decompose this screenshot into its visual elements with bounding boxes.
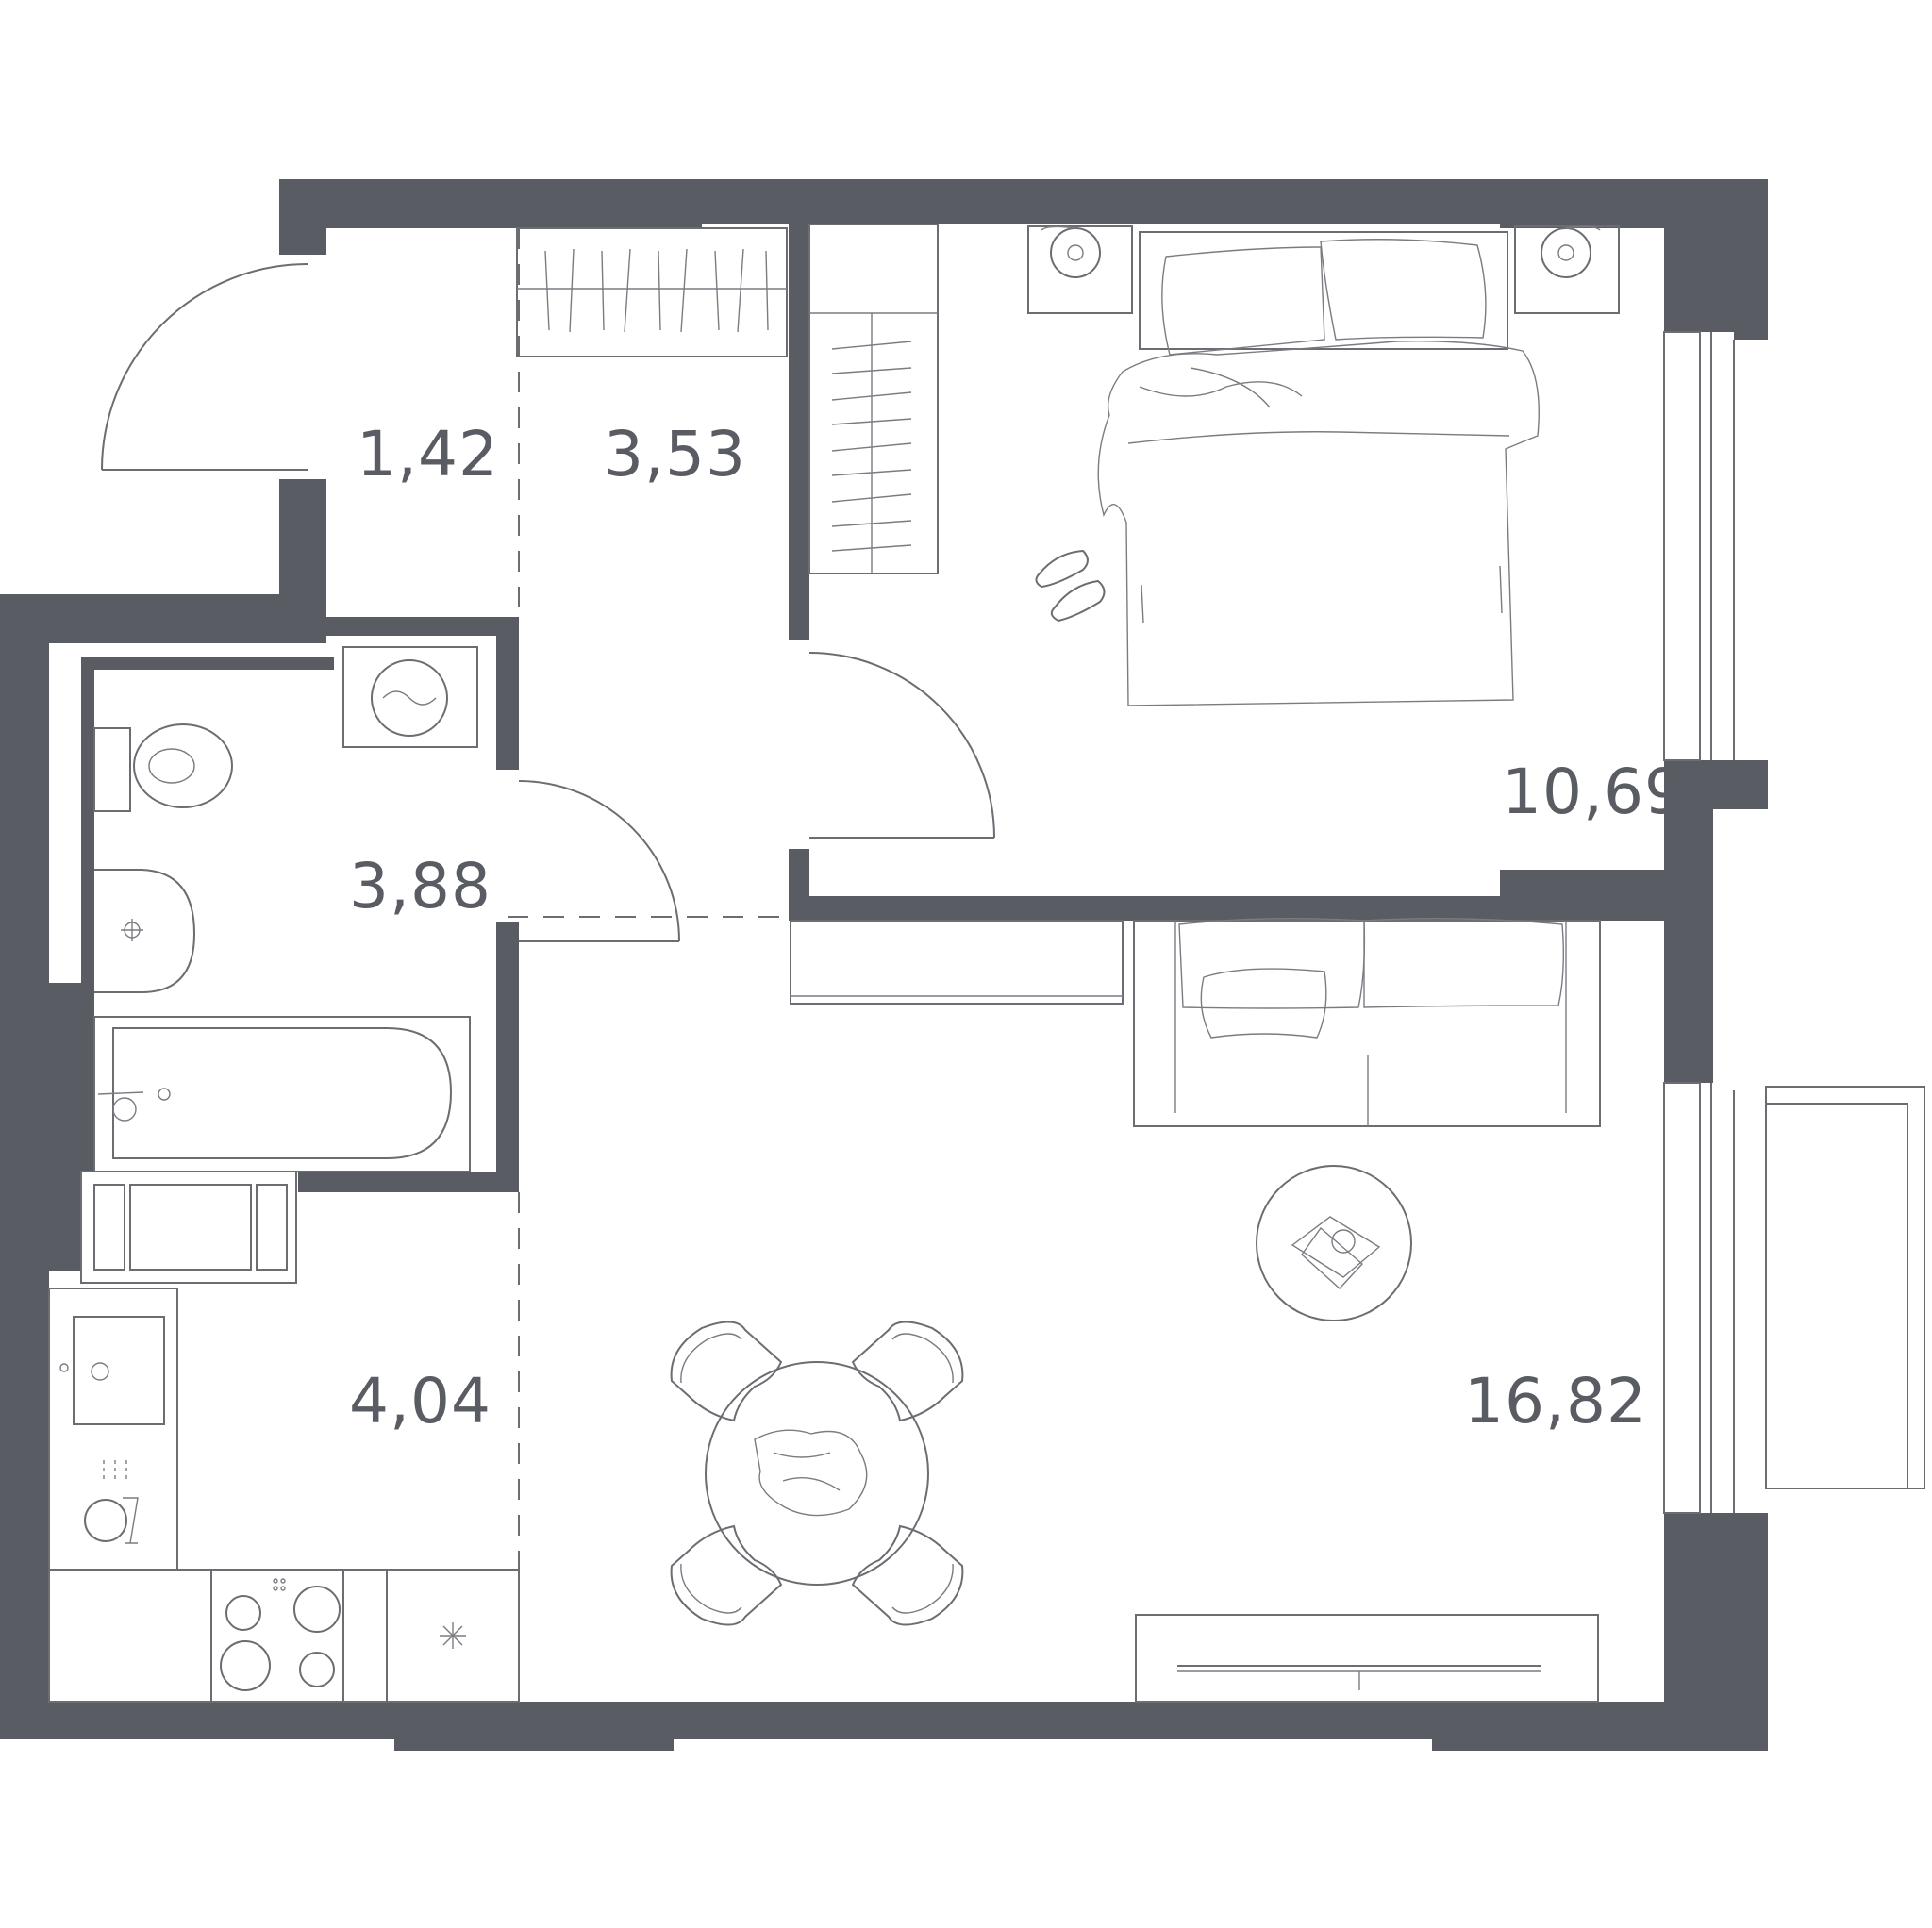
bedroom-door [808, 652, 995, 839]
kitchen-area-label: 4,04 [349, 1365, 491, 1438]
doors [101, 263, 995, 942]
bed [1097, 231, 1540, 706]
dining-table [705, 1361, 929, 1586]
bathroom-area-label: 3,88 [349, 850, 491, 922]
corridor-area-label: 3,53 [604, 418, 746, 490]
hall-area-label: 1,42 [357, 418, 499, 490]
tv-stand [1135, 1614, 1599, 1703]
kitchen-sink [59, 1316, 165, 1425]
dining-chairs [670, 1321, 964, 1626]
bathroom-door [518, 780, 680, 942]
washing-machine [342, 646, 478, 748]
walls [0, 179, 1768, 1751]
sink [94, 869, 196, 993]
bathtub [93, 1016, 471, 1172]
fridge [80, 1171, 297, 1284]
windows [1663, 331, 1735, 1514]
wardrobe [516, 224, 939, 574]
kitchen-counter [48, 1288, 520, 1703]
coffee-table [1256, 1165, 1412, 1321]
dishwasher [84, 1460, 139, 1544]
slippers [1035, 549, 1106, 623]
balcony [1765, 1086, 1925, 1489]
living-room-area-label: 16,82 [1464, 1365, 1647, 1438]
freezer-icon [440, 1622, 466, 1649]
bedroom-area-label: 10,69 [1502, 756, 1685, 828]
sofa [1133, 918, 1601, 1127]
toilet [93, 723, 233, 812]
nightstands [1027, 225, 1620, 314]
shelf [790, 920, 1124, 1005]
area-labels: 1,42 3,53 10,69 3,88 4,04 16,82 [349, 418, 1685, 1438]
entrance-door [101, 263, 308, 471]
room-boundaries [508, 228, 789, 1702]
stove [220, 1578, 341, 1691]
